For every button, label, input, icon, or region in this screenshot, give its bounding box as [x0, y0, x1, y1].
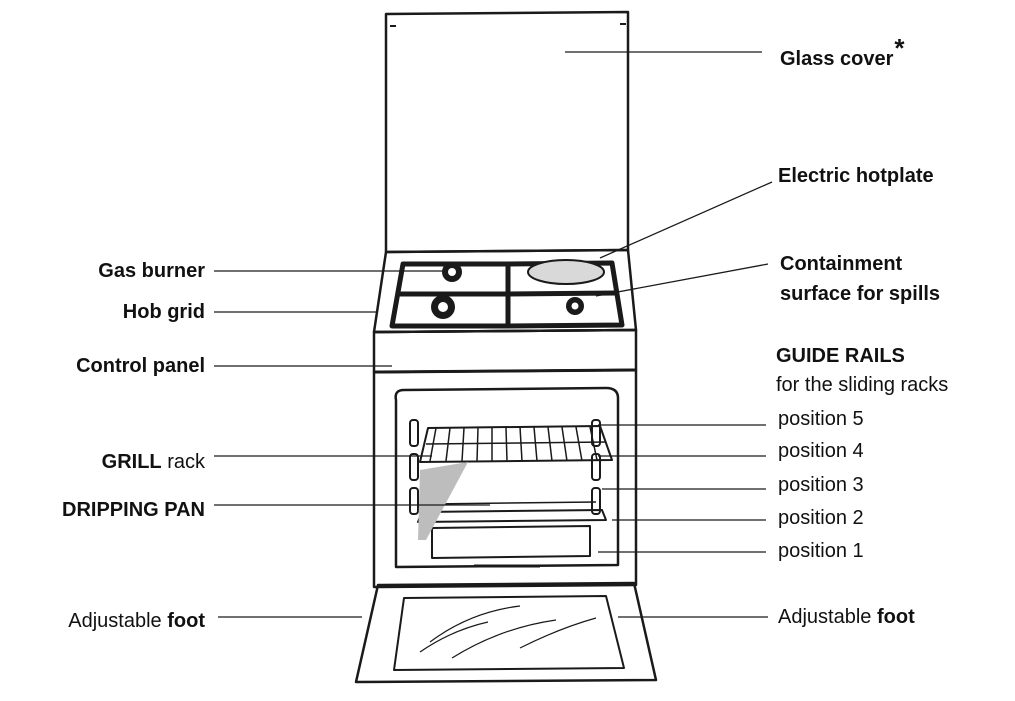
glass-cover-text: Glass cover — [780, 48, 894, 70]
door-glass — [393, 595, 625, 671]
label-dripping-pan: DRIPPING PAN — [62, 499, 205, 521]
control-panel-shape — [372, 328, 638, 374]
label-guide-rails-sub: for the sliding racks — [776, 374, 949, 396]
label-electric-hotplate: Electric hotplate — [778, 165, 934, 187]
label-position-4: position 4 — [778, 440, 864, 462]
label-containment-line1: Containment — [780, 253, 903, 275]
oven-cavity — [394, 386, 620, 569]
glass-cover-asterisk: * — [894, 33, 905, 63]
dripping-pan-shape — [417, 509, 607, 523]
label-guide-rails-title: GUIDE RAILS — [776, 345, 905, 367]
label-position-5: position 5 — [778, 408, 864, 430]
label-foot-right: Adjustable foot — [778, 605, 915, 629]
guide-rail-slots — [409, 419, 601, 515]
label-glass-cover: Glass cover* — [780, 35, 905, 71]
foot-right-prefix: Adjustable — [778, 606, 877, 628]
glass-cover-shape — [384, 10, 630, 254]
label-containment-line2: surface for spills — [780, 283, 941, 305]
burner-front-left — [431, 295, 455, 319]
grill-bold: GRILL — [101, 451, 162, 473]
oven-door — [354, 581, 658, 684]
label-hob-grid: Hob grid — [122, 301, 205, 323]
electric-hotplate-shape — [527, 259, 605, 285]
label-position-1: position 1 — [778, 540, 864, 562]
foot-left-prefix: Adjustable — [68, 610, 168, 632]
label-position-3: position 3 — [778, 474, 864, 496]
label-position-2: position 2 — [778, 507, 864, 529]
label-grill-rack: GRILL rack — [102, 450, 205, 474]
foot-right-bold: foot — [876, 606, 915, 628]
burner-rear-left — [442, 262, 462, 282]
leader-lines — [214, 51, 773, 618]
oven-shadow — [418, 462, 468, 540]
label-control-panel: Control panel — [76, 355, 205, 377]
grill-rest: rack — [161, 451, 205, 473]
oven-body — [372, 368, 638, 589]
foot-left-bold: foot — [167, 610, 205, 632]
burner-front-right — [566, 297, 584, 315]
label-foot-left: Adjustable foot — [68, 609, 205, 633]
grill-rack-shape — [419, 425, 613, 463]
label-gas-burner: Gas burner — [98, 260, 205, 282]
